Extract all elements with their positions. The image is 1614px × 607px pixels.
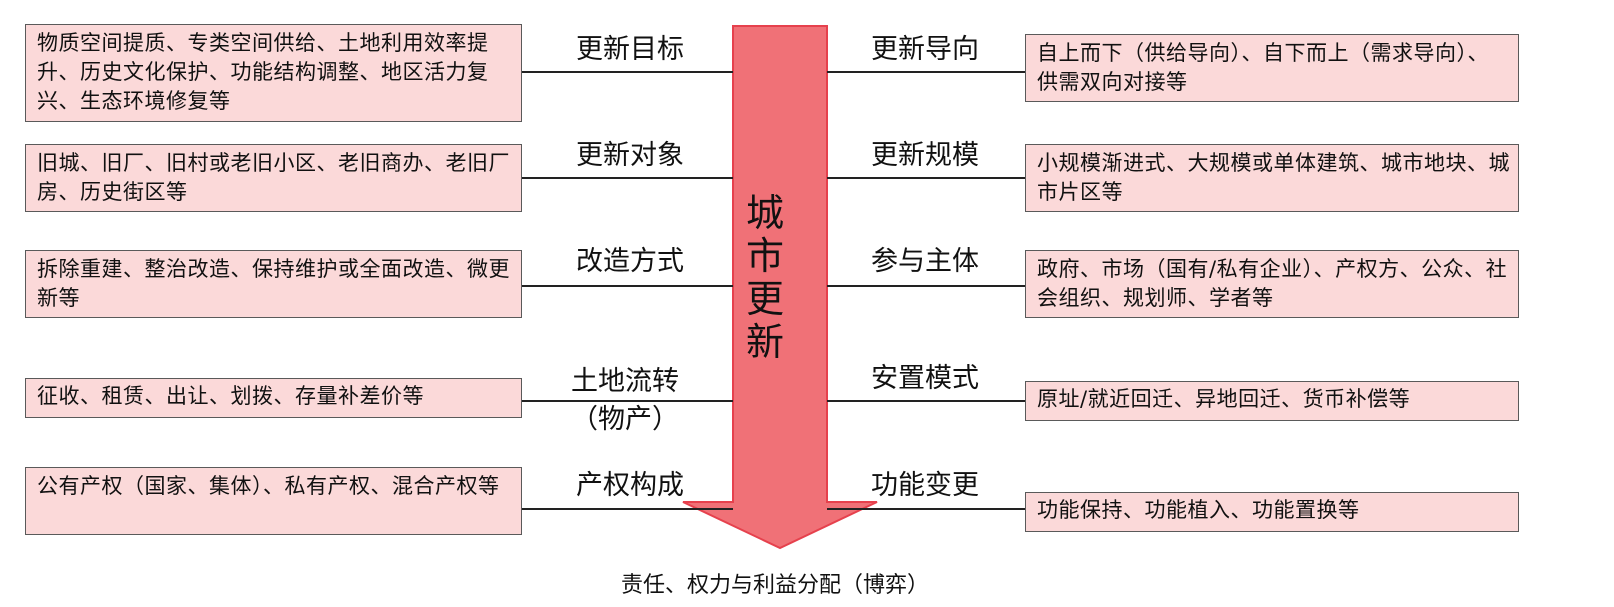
left-connector-land-transfer <box>522 400 733 402</box>
arrow-shape <box>682 25 878 550</box>
right-label-participants: 参与主体 <box>871 246 979 277</box>
left-label-land-transfer: 土地流转（物产） <box>571 366 679 435</box>
left-box-renewal-goals: 物质空间提质、专类空间供给、土地利用效率提升、历史文化保护、功能结构调整、地区活… <box>25 24 522 122</box>
left-connector-transformation-methods <box>522 285 733 287</box>
right-box-renewal-orientation: 自上而下（供给导向）、自下而上（需求导向）、供需双向对接等 <box>1025 34 1519 102</box>
left-label-renewal-objects: 更新对象 <box>576 140 684 171</box>
right-box-renewal-scale: 小规模渐进式、大规模或单体建筑、城市地块、城市片区等 <box>1025 144 1519 212</box>
right-connector-resettlement-modes <box>827 400 1025 402</box>
right-connector-renewal-orientation <box>827 71 1025 73</box>
right-connector-function-change <box>827 508 1025 510</box>
left-box-transformation-methods: 拆除重建、整治改造、保持维护或全面改造、微更新等 <box>25 250 522 318</box>
left-connector-renewal-goals <box>522 71 733 73</box>
right-label-resettlement-modes: 安置模式 <box>871 363 979 394</box>
right-box-participants: 政府、市场（国有/私有企业）、产权方、公众、社会组织、规划师、学者等 <box>1025 250 1519 318</box>
right-label-renewal-scale: 更新规模 <box>871 140 979 171</box>
right-label-function-change: 功能变更 <box>871 470 979 501</box>
right-connector-participants <box>827 285 1025 287</box>
right-box-resettlement-modes: 原址/就近回迁、异地回迁、货币补偿等 <box>1025 381 1519 421</box>
left-box-renewal-objects: 旧城、旧厂、旧村或老旧小区、老旧商办、老旧厂房、历史街区等 <box>25 144 522 212</box>
left-connector-renewal-objects <box>522 177 733 179</box>
left-label-transformation-methods: 改造方式 <box>576 246 684 277</box>
bottom-caption: 责任、权力与利益分配（博弈） <box>620 573 929 598</box>
center-title: 城市更新 <box>745 191 784 364</box>
left-connector-property-rights <box>522 508 733 510</box>
right-connector-renewal-scale <box>827 177 1025 179</box>
left-box-property-rights: 公有产权（国家、集体）、私有产权、混合产权等 <box>25 467 522 535</box>
left-box-land-transfer: 征收、租赁、出让、划拨、存量补差价等 <box>25 378 522 418</box>
left-label-property-rights: 产权构成 <box>576 470 684 501</box>
left-label-renewal-goals: 更新目标 <box>576 34 684 65</box>
right-label-renewal-orientation: 更新导向 <box>871 34 979 65</box>
right-box-function-change: 功能保持、功能植入、功能置换等 <box>1025 492 1519 532</box>
